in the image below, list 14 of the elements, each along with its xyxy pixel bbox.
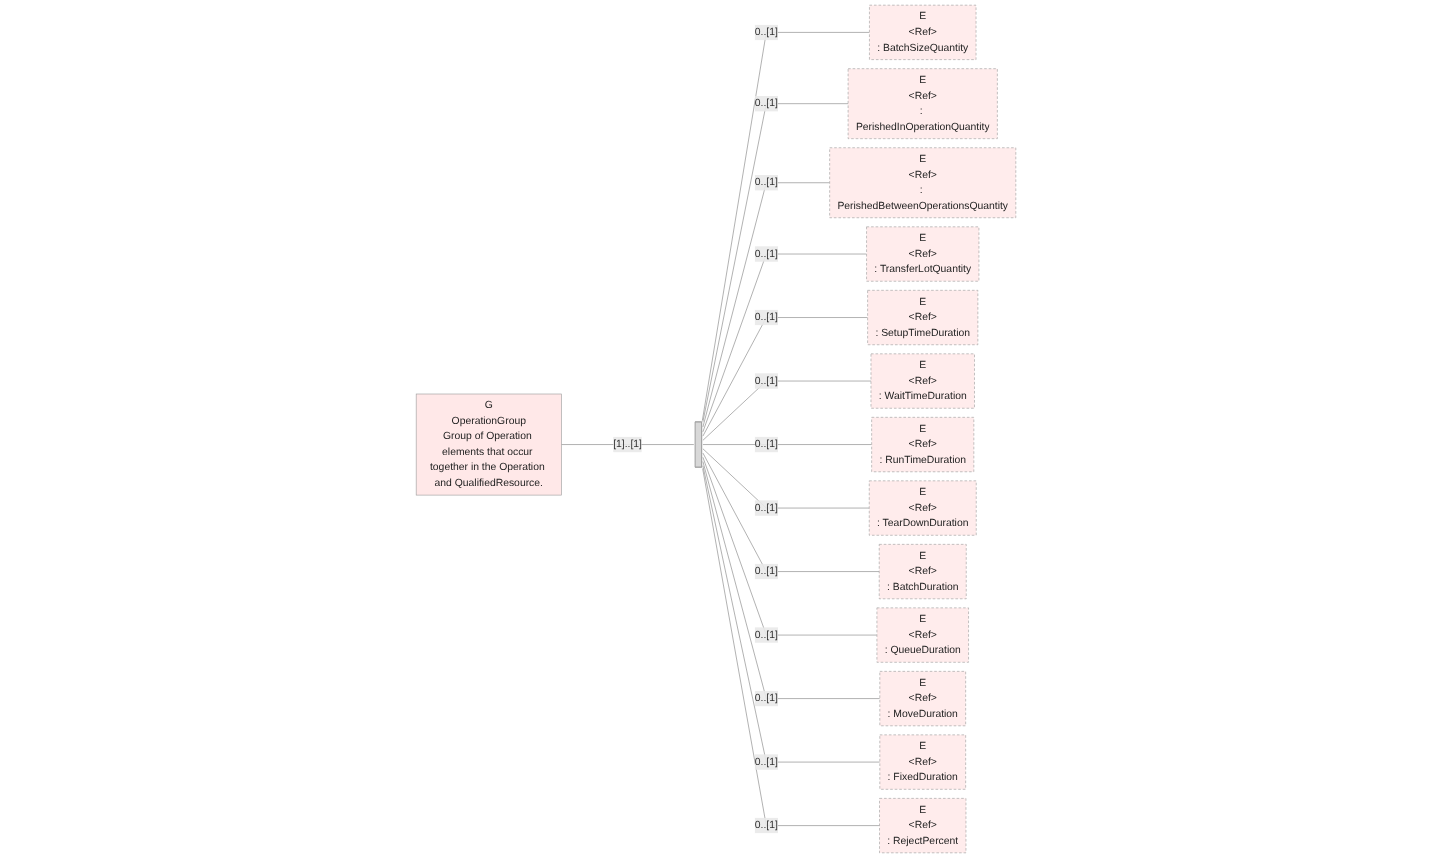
connector (702, 461, 881, 699)
connector (702, 380, 872, 441)
connector (702, 444, 872, 445)
connector (702, 32, 870, 421)
connector (702, 456, 878, 636)
connector (702, 253, 867, 433)
connector (702, 448, 870, 509)
connector (702, 317, 868, 437)
connector (702, 465, 881, 763)
connector (702, 182, 830, 428)
connector (702, 468, 880, 826)
connector (702, 452, 880, 572)
connector (561, 444, 695, 445)
connector (702, 103, 849, 423)
